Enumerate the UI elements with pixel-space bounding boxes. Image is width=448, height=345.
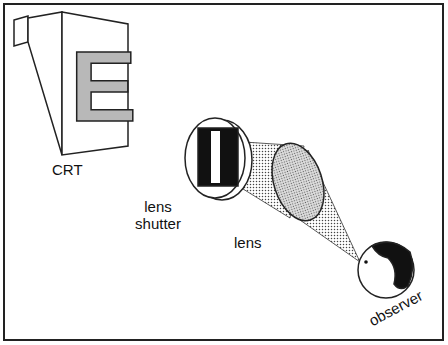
observer-head [358,242,414,298]
part-label: lens shutter [132,198,184,233]
part-label: lens [234,234,262,251]
lens-symbol [263,137,333,228]
part-label: CRT [52,161,83,178]
screen-letter: E [70,36,137,136]
lens-shutter-symbol [185,118,252,200]
frame [4,4,443,340]
